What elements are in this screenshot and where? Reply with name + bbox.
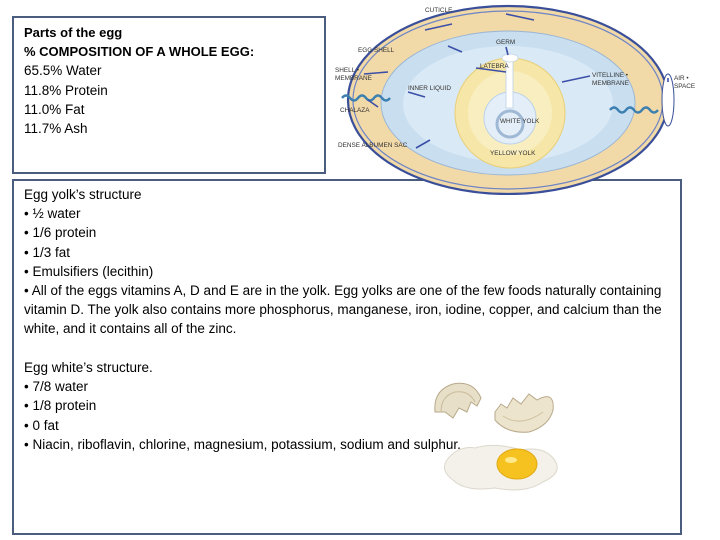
germ-shape: [501, 53, 519, 63]
yolk-bullet-fat: • 1/3 fat: [24, 244, 71, 260]
cracked-egg-image: [434, 382, 558, 491]
shell-half-right: [494, 393, 554, 433]
yolk-bullet-water: • ½ water: [24, 206, 81, 222]
yolk-vitamins-paragraph: • All of the eggs vitamins A, D and E ar…: [24, 283, 662, 337]
shell-inner-right: [502, 411, 544, 422]
egg-yolk-shape: [496, 448, 538, 480]
label-shell-membrane-2: MEMBRANE: [335, 75, 372, 82]
white-section: Egg white’s structure. • 7/8 water • 1/8…: [24, 358, 494, 454]
egg-anatomy-diagram: EGG SHELL CUTICLE SHELL • MEMBRANE GERM …: [335, 4, 695, 195]
label-air-2: SPACE: [674, 83, 695, 90]
label-latebra: LATEBRA: [480, 63, 509, 70]
label-vitelline-2: MEMBRANE: [592, 80, 629, 87]
white-yolk-ring: [495, 109, 525, 139]
label-arrows: [363, 13, 669, 149]
white-heading: Egg white’s structure.: [24, 360, 153, 375]
white-bullet-fat: • 0 fat: [24, 417, 59, 433]
label-chalaza: CHALAZA: [340, 107, 370, 114]
label-white-yolk: WHITE YOLK: [500, 118, 540, 125]
label-shell-membrane-1: SHELL •: [335, 67, 359, 74]
shell-inner-left: [440, 391, 476, 413]
composition-item-protein: 11.8% Protein: [24, 82, 108, 98]
label-inner-liquid: INNER LIQUID: [408, 85, 451, 92]
label-dense-albumen: DENSE ALBUMEN SAC: [338, 142, 408, 149]
white-bullet-protein: • 1/8 protein: [24, 398, 97, 414]
composition-item-ash: 11.7% Ash: [24, 121, 88, 137]
chalaza-right-shape: [609, 106, 659, 114]
label-cuticle: CUTICLE: [425, 7, 452, 14]
chalaza-left-shape: [341, 94, 391, 102]
yolk-highlight: [505, 457, 517, 463]
white-bullet-minerals: • Niacin, riboflavin, chlorine, magnesiu…: [24, 436, 461, 452]
air-space-shape: [661, 73, 675, 127]
yolk-section: Egg yolk’s structure • ½ water • 1/6 pro…: [24, 185, 664, 339]
label-egg-shell: EGG SHELL: [358, 47, 395, 54]
composition-frame: [12, 16, 326, 174]
label-vitelline-1: VITELLINE •: [592, 72, 628, 79]
yolk-bullet-protein: • 1/6 protein: [24, 225, 97, 241]
shell-half-left: [434, 382, 482, 419]
yolk-heading: Egg yolk’s structure: [24, 187, 142, 202]
white-bullet-water: • 7/8 water: [24, 379, 89, 395]
structure-frame: [12, 179, 682, 535]
composition-item-water: 65.5% Water: [24, 63, 102, 79]
label-germ: GERM: [496, 39, 515, 46]
panel-title: Parts of the egg: [24, 25, 123, 40]
label-air-1: AIR •: [674, 75, 689, 82]
yolk-bullet-emulsifiers: • Emulsifiers (lecithin): [24, 263, 154, 279]
composition-panel: Parts of the egg % COMPOSITION OF A WHOL…: [24, 23, 254, 138]
label-yellow-yolk: YELLOW YOLK: [490, 150, 536, 157]
composition-heading: % COMPOSITION OF A WHOLE EGG:: [24, 44, 255, 60]
composition-item-fat: 11.0% Fat: [24, 101, 85, 117]
